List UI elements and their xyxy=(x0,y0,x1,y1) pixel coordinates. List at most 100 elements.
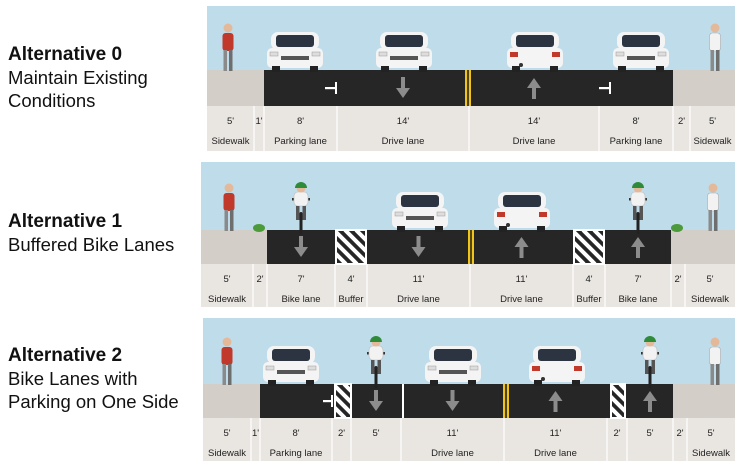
car-grille xyxy=(277,370,305,374)
car-exhaust xyxy=(519,63,523,67)
segment-label: Drive lane xyxy=(397,294,440,305)
segment-width: 5' xyxy=(372,428,379,439)
ped-leg xyxy=(224,210,228,231)
car-3 xyxy=(613,32,669,72)
parking-tick-stub xyxy=(609,82,611,94)
segment-label: Sidewalk xyxy=(692,448,730,459)
segment-label: Buffer xyxy=(576,294,601,305)
car-grille xyxy=(281,56,309,60)
car-taillight xyxy=(539,212,547,217)
car-taillight xyxy=(532,366,540,371)
car-taillight xyxy=(552,52,560,57)
arrow-head xyxy=(411,247,426,257)
segment-width: 5' xyxy=(646,428,653,439)
center-line xyxy=(471,230,474,264)
segment-label: Parking lane xyxy=(270,448,323,459)
grass-tuft xyxy=(253,224,265,232)
pedestrian-0 xyxy=(221,337,233,385)
car-wheel xyxy=(381,66,389,72)
arrow-shaft xyxy=(299,236,303,248)
cyclist-leg xyxy=(371,360,375,374)
arrow-head xyxy=(396,88,410,98)
extra-hatch-0 xyxy=(334,383,352,419)
pedestrian-1 xyxy=(709,337,721,385)
car-wheel xyxy=(272,66,280,72)
hatch-border xyxy=(610,383,626,419)
segment-width: 11' xyxy=(413,274,425,285)
segment-width: 2' xyxy=(676,428,683,439)
car-headlight xyxy=(657,51,667,57)
cyclist-leg xyxy=(296,206,300,220)
bike-wheel xyxy=(299,212,303,234)
ped-torso xyxy=(223,193,235,211)
lane-line xyxy=(402,384,404,418)
segment-width: 5' xyxy=(227,116,234,127)
ped-leg xyxy=(716,50,720,71)
segment-width: 2' xyxy=(338,428,345,439)
segment-label: Buffer xyxy=(338,294,363,305)
car-window xyxy=(401,195,439,207)
car-wheel xyxy=(572,380,580,386)
segment-width: 5' xyxy=(223,428,230,439)
segment-label: Parking lane xyxy=(610,136,663,147)
ped-leg xyxy=(710,50,714,71)
car-headlight xyxy=(420,51,430,57)
alt1-title: Alternative 1 xyxy=(8,211,123,232)
car-taillight xyxy=(574,366,582,371)
pedestrian-0 xyxy=(223,183,235,231)
arrow-shaft xyxy=(519,246,524,258)
hatch-stripe xyxy=(335,239,359,264)
label-panel xyxy=(201,264,735,307)
segment-label: Sidewalk xyxy=(693,136,731,147)
ped-torso xyxy=(709,32,721,52)
segment-label: Sidewalk xyxy=(208,448,246,459)
ped-torso xyxy=(709,346,721,366)
car-headlight xyxy=(394,211,404,217)
hatch-stripe xyxy=(610,393,626,415)
alt2-desc-line2: Parking on One Side xyxy=(8,391,179,412)
pavement-parking xyxy=(264,70,337,106)
car-window xyxy=(272,349,310,361)
parking-tick xyxy=(323,400,333,403)
bike-lane-arrow xyxy=(643,391,657,412)
alt1-title-block: Alternative 1 Buffered Bike Lanes xyxy=(8,211,174,256)
buffer-hatch-6 xyxy=(573,229,605,265)
pedestrian-1 xyxy=(707,183,719,231)
segment-width: 7' xyxy=(634,274,641,285)
segment-label: Drive lane xyxy=(534,448,577,459)
car-wheel xyxy=(430,380,438,386)
extra-hatch-1 xyxy=(610,383,626,419)
hatch-stripe xyxy=(610,384,626,404)
car-grille xyxy=(390,56,418,60)
car-0 xyxy=(267,32,323,72)
ped-leg xyxy=(230,210,234,231)
segment-width: 14' xyxy=(397,116,410,127)
car-body xyxy=(494,208,550,228)
car-wheel xyxy=(397,226,405,232)
ped-head xyxy=(710,23,720,33)
parking-tick-stub xyxy=(335,82,337,94)
car-body xyxy=(507,48,563,68)
segment-label: Sidewalk xyxy=(211,136,249,147)
car-wheel xyxy=(468,380,476,386)
pavement-parking xyxy=(260,384,332,418)
ped-head xyxy=(222,337,232,347)
segment-width: 5' xyxy=(223,274,230,285)
segment-label: Drive lane xyxy=(431,448,474,459)
alt0-title: Alternative 0 xyxy=(8,44,123,65)
segment-width: 4' xyxy=(585,274,592,285)
ped-leg xyxy=(716,364,720,385)
center-line xyxy=(465,70,468,106)
lane-arrow xyxy=(445,390,460,411)
cyclist-leg xyxy=(651,360,655,374)
cyclist-leg xyxy=(302,206,306,220)
arrow-head xyxy=(369,401,383,411)
arrow-head xyxy=(548,391,563,401)
car-2 xyxy=(529,346,585,386)
segment-width: 4' xyxy=(347,274,354,285)
car-exhaust xyxy=(506,223,510,227)
hatch-border xyxy=(335,229,367,265)
helmet xyxy=(295,182,307,188)
hatch-stripe xyxy=(581,230,605,255)
